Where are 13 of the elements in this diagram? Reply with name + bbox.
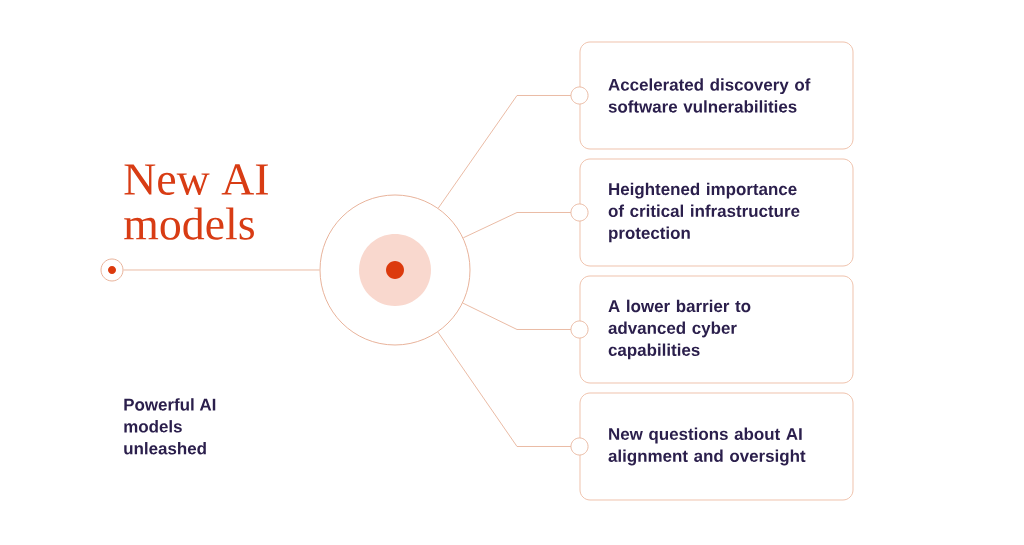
connector [462, 302, 589, 339]
ring-marker [100, 258, 124, 282]
text-card: A lower barrier to advanced cyber capabilities [579, 275, 854, 384]
text-card: Heightened importance of critical infrastructure protection [579, 158, 854, 267]
caption: Powerful AI models unleashed [124, 398, 216, 455]
connector [437, 86, 589, 209]
title: New AI models [124, 164, 268, 240]
connector [462, 203, 589, 239]
text-card: New questions about AI alignment and oversight [579, 392, 854, 501]
connector [437, 331, 589, 456]
text-card: Accelerated discovery of software vulnerabilities [579, 41, 854, 150]
connector [123, 269, 320, 271]
hub-circle [319, 194, 471, 346]
